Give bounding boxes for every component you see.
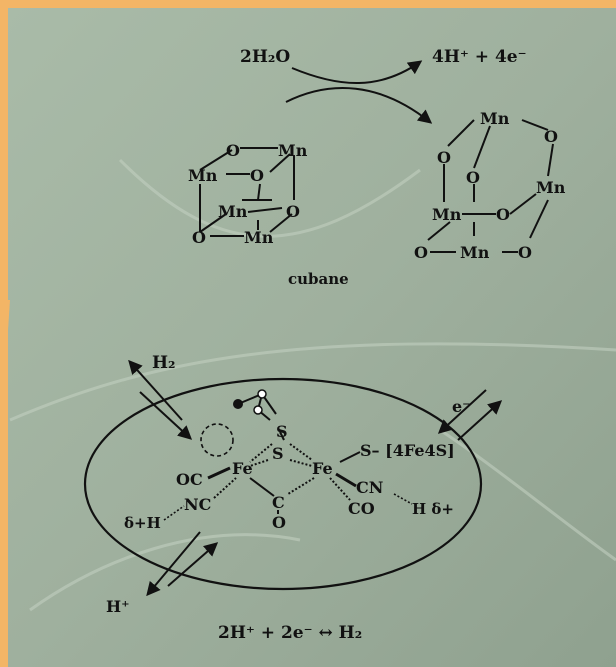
hydrogenase-scheme: H₂ e⁻ H⁺ S S Fe F [83,353,503,643]
h-delta-right: H δ+ [412,500,454,518]
hydrogenase-equation: 2H⁺ + 2e⁻ ↔ H₂ [218,623,362,643]
electron-in-arrow [437,389,487,434]
co-bridge-left [249,477,275,497]
cn-ligand: CN [356,478,383,497]
cubane-structure: O Mn Mn O Mn O O Mn cubane [188,141,349,288]
cluster-mn: Mn [480,109,510,128]
cubane-mn: Mn [278,141,308,160]
cubane-o: O [226,141,240,160]
sulfur-bridge: S [272,444,284,463]
proton-out-arrow [146,531,201,597]
cluster-o: O [414,243,428,262]
h-delta-left: δ+H [124,514,161,532]
hydrogen-atom [257,389,267,399]
h2-label: H₂ [152,353,176,373]
cubane-o: O [192,228,206,247]
cubane-o: O [286,202,300,221]
cluster-bond [339,451,361,463]
cluster-o: O [496,205,510,224]
co-bridge-right [287,477,315,495]
vacant-coordination-site [200,423,234,457]
protein-ellipse [83,377,483,591]
cubane-o: O [250,166,264,185]
open-mn-cluster: Mn O O O Mn Mn O O Mn O [414,109,566,262]
bridging-c: C [272,493,285,512]
cluster-o: O [437,148,451,167]
cluster-mn: Mn [432,205,462,224]
bridging-o: O [272,513,286,532]
bridgehead-atom [233,399,243,409]
cubane-mn: Mn [218,202,248,221]
frame-notch [8,300,10,330]
cluster-mn: Mn [536,178,566,197]
cubane-mn: Mn [188,166,218,185]
h2-out-arrow [128,359,183,421]
hydrogen-atom [253,405,263,415]
co-ligand-bond [329,477,351,501]
co-ligand: CO [348,499,375,518]
cluster-o: O [518,243,532,262]
oc-ligand: OC [176,470,203,489]
sulfur-top: S [276,422,288,441]
iron-distal: Fe [312,459,333,478]
nc-ligand: NC [184,495,211,514]
h-bond-left [163,505,185,521]
cluster-o: O [466,168,480,187]
reactant-label: 2H₂O [240,47,290,67]
cluster-mn: Mn [460,243,490,262]
cubane-label: cubane [288,270,349,288]
proton-in-arrow [167,542,219,587]
h2-in-arrow [139,391,193,440]
cubane-mn: Mn [244,228,274,247]
leaf-veins [9,158,616,612]
h-bond-right [393,493,413,505]
proton-label: H⁺ [106,597,130,616]
iron-proximal: Fe [232,459,253,478]
cluster-o: O [544,127,558,146]
oc-bond [207,466,231,480]
cn-bond [335,472,357,488]
product-label: 4H⁺ + 4e⁻ [432,47,527,67]
cluster-label: S– [4Fe4S] [360,441,455,460]
transformation-arrow [285,87,433,124]
product-arrow [291,60,423,84]
electron-out-arrow [457,400,503,441]
leaf-background [8,8,616,667]
nc-bond [213,477,237,499]
water-oxidation-scheme: 2H₂O 4H⁺ + 4e⁻ [240,47,527,124]
electron-label: e⁻ [452,397,471,416]
